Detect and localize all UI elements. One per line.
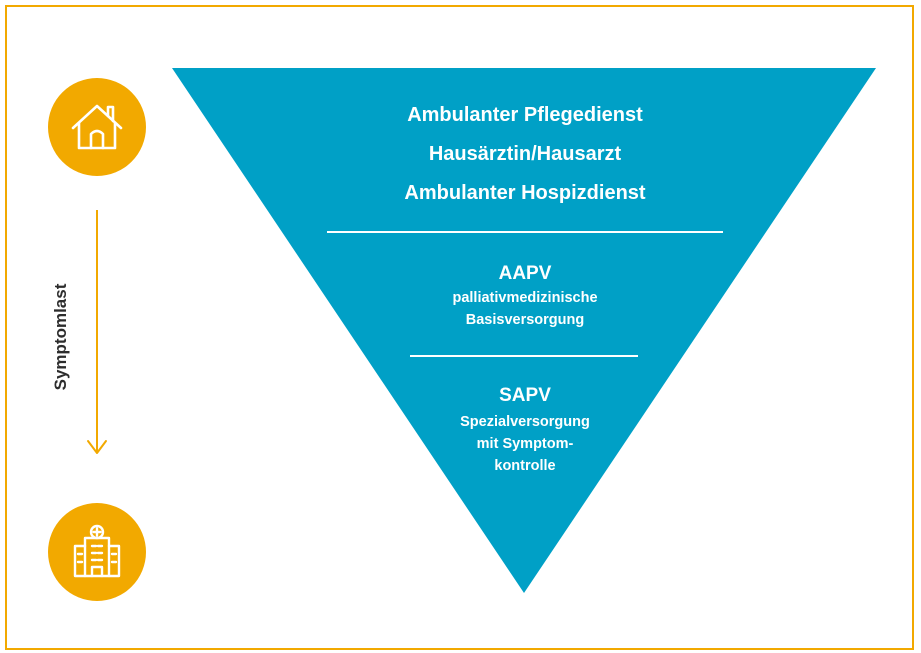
aapv-title: AAPV [498, 263, 552, 284]
funnel-triangle [172, 68, 876, 593]
diagram-frame [5, 5, 914, 650]
provider-ambulant-care: Ambulanter Pflegedienst [407, 104, 643, 126]
sapv-line-2: mit Symptom- [476, 436, 574, 452]
aapv-line-2: Basisversorgung [465, 312, 585, 328]
axis-label: Symptomlast [51, 283, 70, 391]
sapv-title: SAPV [499, 385, 551, 406]
hospital-circle [48, 503, 146, 601]
sapv-line-1: Spezialversorgung [460, 414, 590, 430]
provider-gp: Hausärztin/Hausarzt [428, 143, 622, 165]
aapv-line-1: palliativmedizinische [452, 290, 598, 306]
axis-line [96, 210, 98, 452]
sapv-line-3: kontrolle [494, 458, 556, 474]
arrow-down-icon [87, 440, 107, 454]
house-icon [71, 104, 123, 150]
home-circle [48, 78, 146, 176]
hospital-icon [73, 524, 121, 578]
provider-hospice: Ambulanter Hospizdienst [404, 182, 646, 204]
